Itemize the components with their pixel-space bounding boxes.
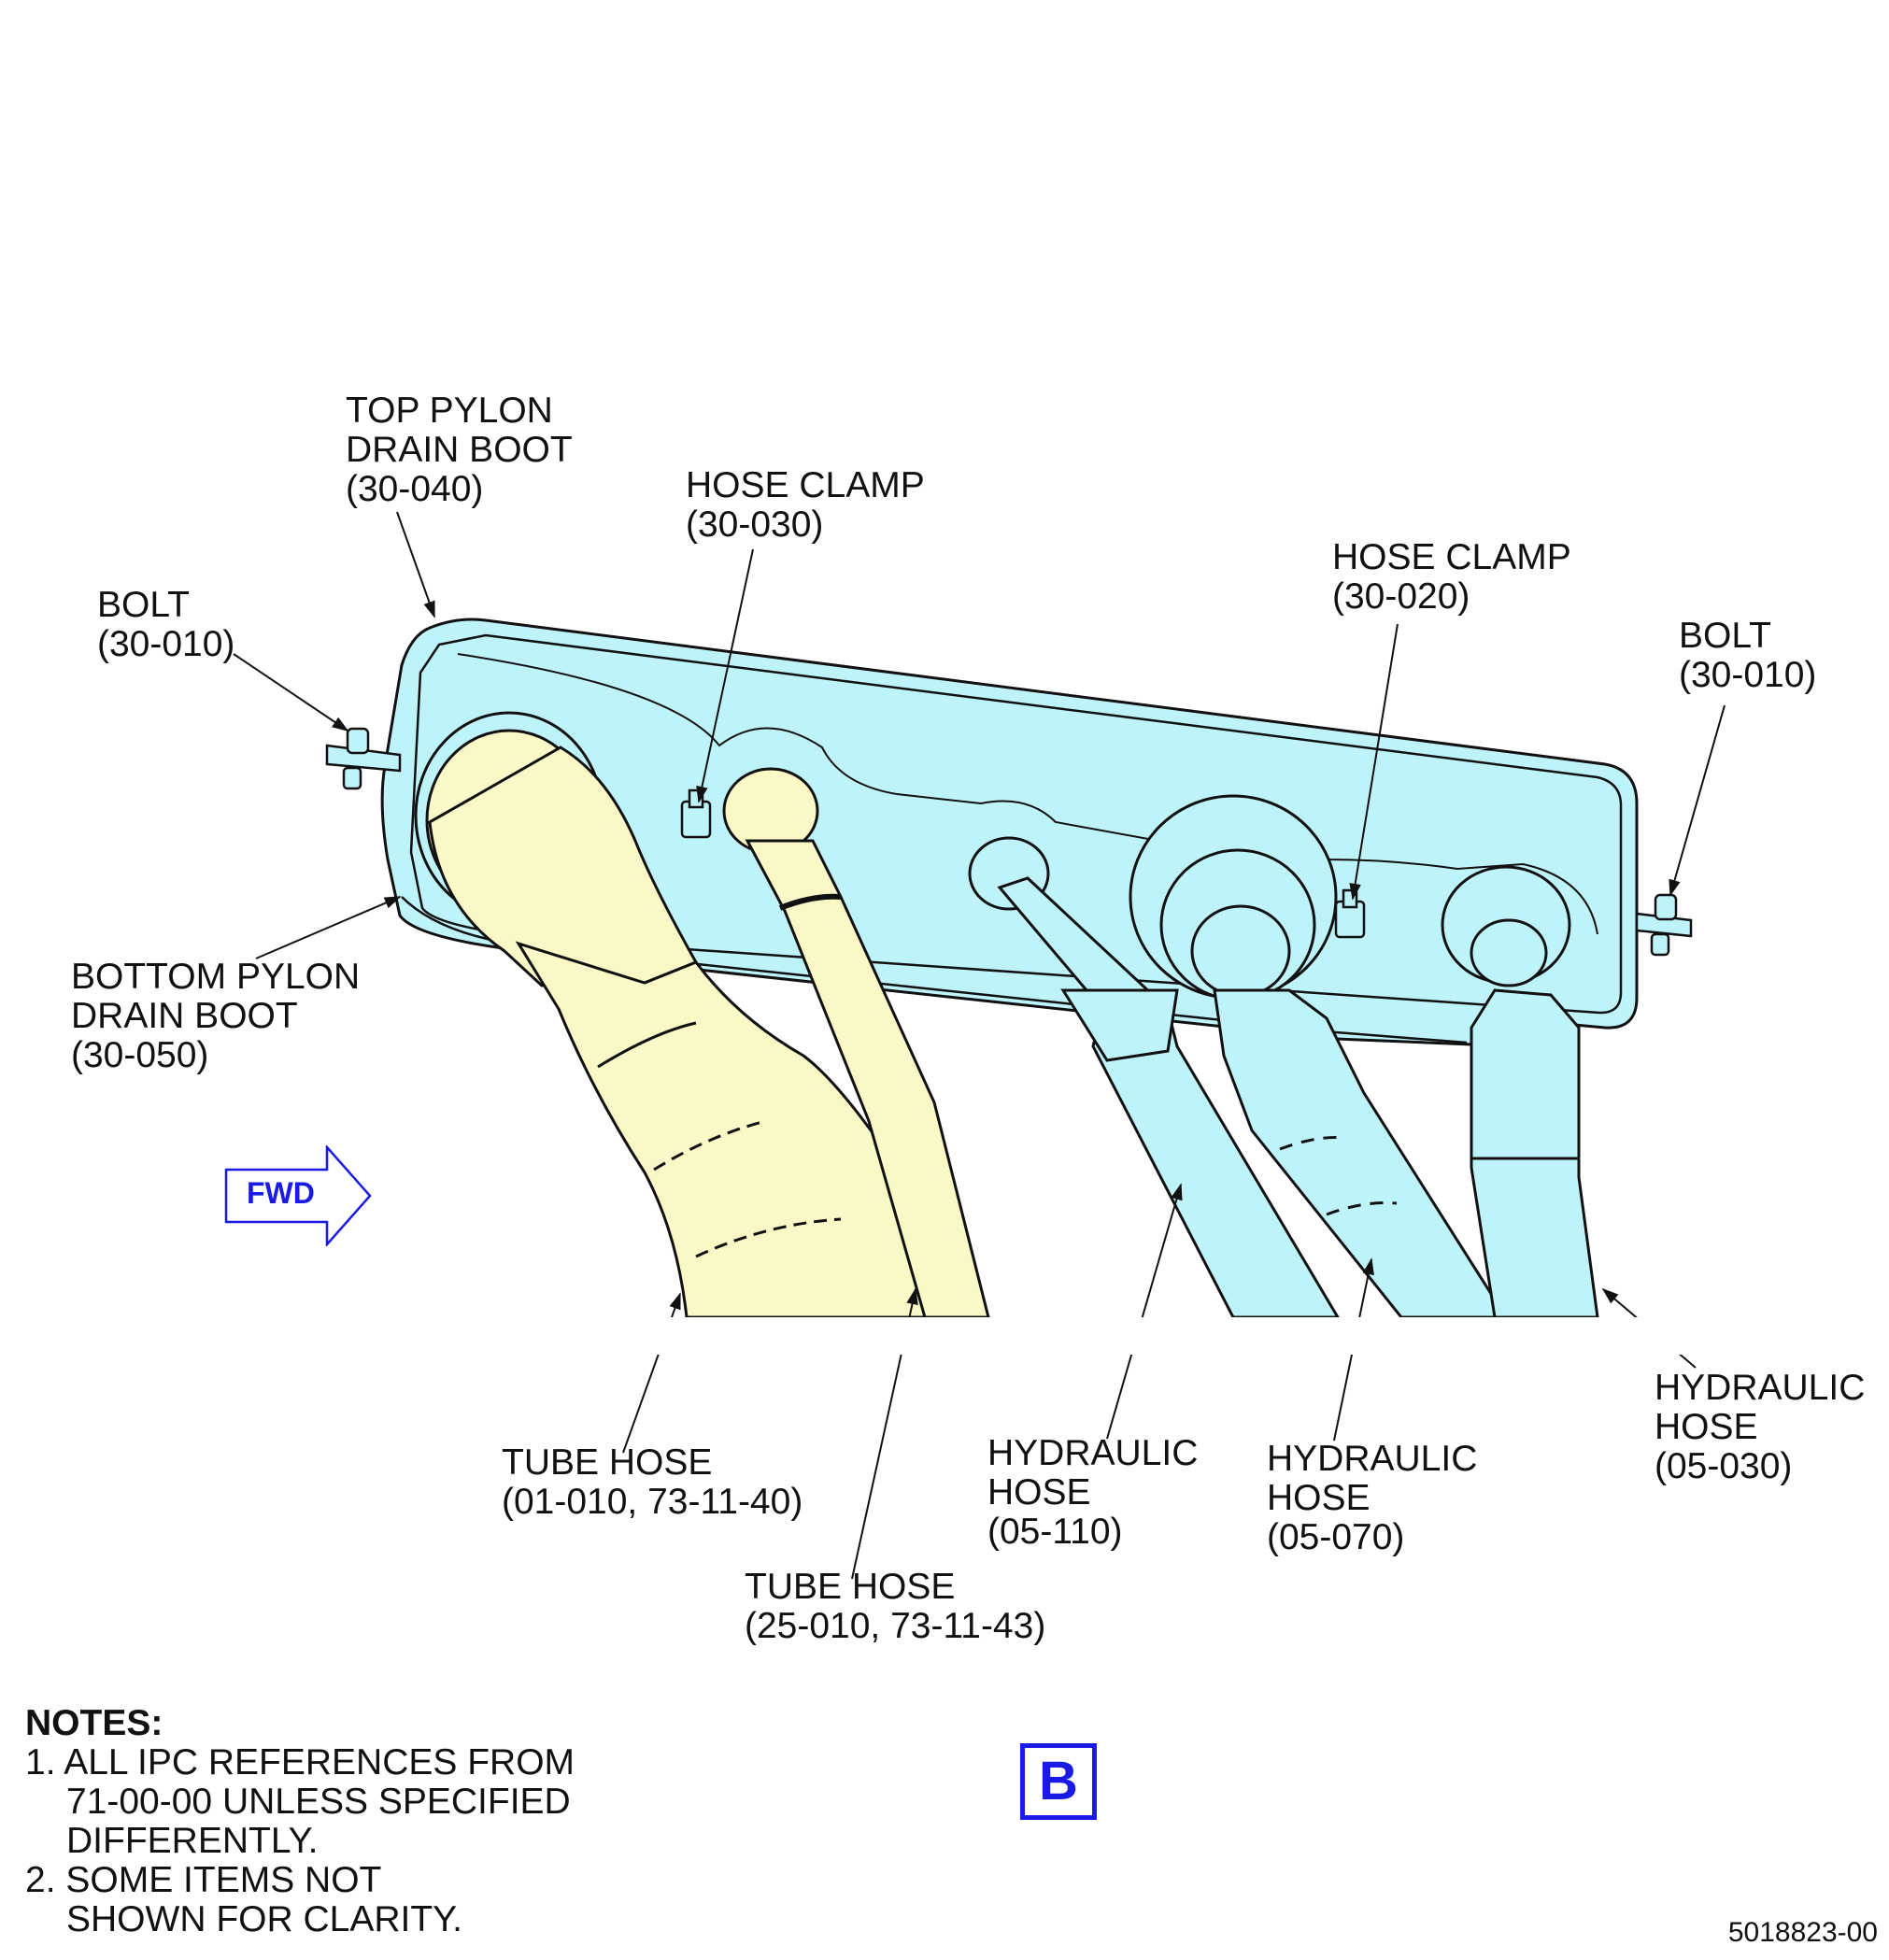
note-1: 1. ALL IPC REFERENCES FROM 71-00-00 UNLE… bbox=[25, 1742, 575, 1861]
fwd-arrow-icon bbox=[224, 1143, 372, 1248]
label-hydraulic-hose-05-070: HYDRAULIC HOSE (05-070) bbox=[1267, 1439, 1478, 1557]
label-bolt-left: BOLT (30-010) bbox=[97, 585, 235, 664]
bolt-right bbox=[1635, 893, 1693, 957]
tube-hose-large bbox=[414, 711, 984, 1319]
label-tube-hose-25-010: TUBE HOSE (25-010, 73-11-43) bbox=[745, 1567, 1046, 1646]
hydraulic-hose-05-110 bbox=[968, 836, 1341, 1319]
notes: NOTES: 1. ALL IPC REFERENCES FROM 71-00-… bbox=[25, 1704, 575, 1939]
tube-hose-small bbox=[722, 767, 990, 1319]
label-bolt-right: BOLT (30-010) bbox=[1679, 616, 1817, 695]
label-hydraulic-hose-05-110: HYDRAULIC HOSE (05-110) bbox=[987, 1433, 1199, 1552]
label-hydraulic-hose-05-030: HYDRAULIC HOSE (05-030) bbox=[1655, 1368, 1866, 1486]
label-top-pylon-drain-boot: TOP PYLON DRAIN BOOT (30-040) bbox=[346, 391, 573, 509]
label-tube-hose-01-010: TUBE HOSE (01-010, 73-11-40) bbox=[502, 1442, 803, 1522]
bolt-left bbox=[325, 727, 402, 790]
figure-number: 5018823-00 bbox=[1727, 1917, 1878, 1948]
fwd-label: FWD bbox=[247, 1176, 315, 1210]
label-bottom-pylon-drain-boot: BOTTOM PYLON DRAIN BOOT (30-050) bbox=[71, 957, 361, 1075]
notes-heading: NOTES: bbox=[25, 1703, 163, 1743]
view-label: B bbox=[1020, 1743, 1097, 1820]
label-hose-clamp-30-020: HOSE CLAMP (30-020) bbox=[1332, 537, 1571, 617]
fwd-arrow: FWD bbox=[224, 1143, 374, 1248]
note-2: 2. SOME ITEMS NOT SHOWN FOR CLARITY. bbox=[25, 1860, 462, 1939]
hydraulic-hose-05-070 bbox=[1129, 794, 1509, 1319]
label-hose-clamp-30-030: HOSE CLAMP (30-030) bbox=[686, 465, 925, 545]
